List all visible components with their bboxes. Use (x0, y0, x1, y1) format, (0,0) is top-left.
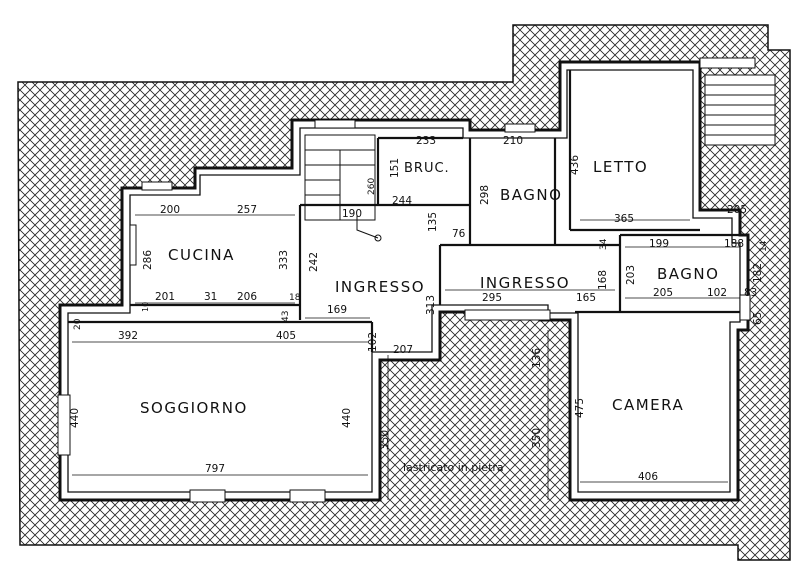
dim-label: 244 (392, 195, 412, 207)
dim-label: 440 (341, 408, 353, 428)
room-label-letto: LETTO (593, 158, 648, 176)
dim-label: 206 (237, 291, 257, 303)
dim-label: 65 (752, 312, 764, 325)
note-lastricato: lastricato in pietra (403, 461, 504, 474)
dim-label: 76 (452, 228, 466, 240)
dim-label: 151 (389, 158, 401, 178)
dim-label: 169 (327, 304, 347, 316)
dim-label: 333 (278, 250, 290, 270)
dim-label: 475 (574, 398, 586, 418)
dim-label: 83 (744, 287, 757, 299)
dim-label: 298 (479, 185, 491, 205)
dim-label: 797 (205, 463, 225, 475)
exterior-stairs (704, 74, 776, 146)
dim-label: 205 (653, 287, 673, 299)
dim-label: 203 (625, 265, 637, 285)
dim-label: 188 (724, 238, 744, 250)
building-footprint (58, 60, 750, 502)
dim-label: 168 (597, 270, 609, 290)
dim-label: 31 (204, 291, 217, 303)
dim-label: 20 (73, 318, 83, 330)
dim-label: 286 (142, 250, 154, 270)
room-label-bruc: BRUC. (404, 161, 450, 176)
dim-label: 406 (638, 471, 658, 483)
room-label-cucina: CUCINA (168, 246, 235, 264)
room-label-soggiorno: SOGGIORNO (140, 399, 248, 417)
dim-label: 201 (155, 291, 175, 303)
dim-label: 182 (752, 263, 764, 283)
dim-label: 350 (379, 430, 391, 450)
dim-label: 313 (425, 295, 437, 315)
dim-label: 207 (393, 344, 413, 356)
dim-label: 200 (160, 204, 180, 216)
room-label-camera: CAMERA (612, 396, 684, 414)
dim-label: 242 (308, 252, 320, 272)
interior-walls (68, 70, 748, 352)
dim-label: 405 (276, 330, 296, 342)
dim-label: 210 (503, 135, 523, 147)
dimension-lines (72, 214, 740, 500)
room-label-ingresso: INGRESSO (480, 274, 570, 292)
dim-label: 43 (281, 311, 291, 322)
dim-label: 199 (649, 238, 669, 250)
dim-label: 233 (416, 135, 436, 147)
dim-label: 102 (367, 332, 379, 352)
dimension-labels: 200 257 286 333 242 201 31 206 18 43 10 … (69, 135, 769, 483)
dim-label: 260 (367, 178, 377, 195)
dim-label: 102 (707, 287, 727, 299)
dim-label: 257 (237, 204, 257, 216)
dim-label: 295 (482, 292, 502, 304)
windows (57, 57, 756, 503)
dim-label: 34 (599, 238, 609, 250)
dim-label: 10 (141, 302, 150, 312)
dim-label: 165 (576, 292, 596, 304)
room-label-bagno: BAGNO (657, 265, 719, 283)
dim-label: 436 (569, 155, 581, 175)
dim-label: 205 (727, 204, 747, 216)
dim-label: 392 (118, 330, 138, 342)
room-label-bagno: BAGNO (500, 186, 562, 204)
dim-label: 136 (531, 348, 543, 368)
dim-label: 440 (69, 408, 81, 428)
dim-label: 18 (289, 293, 301, 303)
dim-label: 14 (759, 240, 769, 252)
dim-label: 365 (614, 213, 634, 225)
dim-label: 135 (427, 212, 439, 232)
room-label-ingresso: INGRESSO (335, 278, 425, 296)
dim-label: 350 (531, 428, 543, 448)
dim-label: 190 (342, 208, 362, 220)
